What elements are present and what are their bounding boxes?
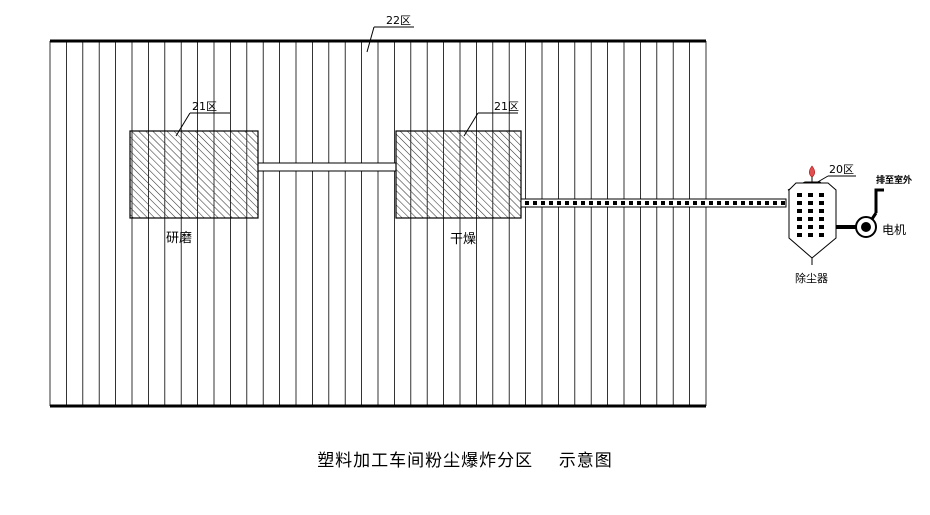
zone-21-dry-label: 21区 — [494, 100, 519, 113]
duct-segment — [565, 201, 569, 205]
filter-cell — [797, 193, 802, 197]
duct-segment — [733, 201, 737, 205]
exhaust-label: 排至室外 — [876, 174, 912, 186]
duct-segment — [621, 201, 625, 205]
filter-cell — [808, 209, 813, 213]
diagram-caption: 塑料加工车间粉尘爆炸分区 示意图 — [0, 446, 930, 471]
duct-segment — [549, 201, 553, 205]
duct-segment — [749, 201, 753, 205]
filter-cell — [797, 225, 802, 229]
zone-22-label: 22区 — [386, 14, 411, 27]
drying-unit: 21区 干燥 — [395, 100, 522, 247]
duct-segment — [701, 201, 705, 205]
vent-flame-icon — [809, 165, 815, 178]
duct-segment — [541, 201, 545, 205]
duct-segment — [781, 201, 785, 205]
drying-label: 干燥 — [450, 232, 476, 247]
duct-segment — [741, 201, 745, 205]
connecting-duct — [257, 162, 397, 172]
filter-cell — [819, 233, 824, 237]
duct-segment — [677, 201, 681, 205]
duct-segment — [653, 201, 657, 205]
filter-cell — [808, 217, 813, 221]
caption-suffix: 示意图 — [558, 451, 613, 471]
grinding-label: 研磨 — [166, 231, 192, 246]
duct-segment — [773, 201, 777, 205]
duct-segment — [605, 201, 609, 205]
caption-title: 塑料加工车间粉尘爆炸分区 — [317, 451, 534, 471]
duct-segment — [533, 201, 537, 205]
duct-segment — [597, 201, 601, 205]
duct-segment — [757, 201, 761, 205]
filter-cell — [808, 193, 813, 197]
fan-motor: 排至室外 电机 — [836, 174, 912, 238]
filter-cell — [808, 233, 813, 237]
duct-segment — [685, 201, 689, 205]
filter-cell — [797, 209, 802, 213]
duct-segment — [645, 201, 649, 205]
zone-20-label: 20区 — [829, 163, 854, 176]
filter-cell — [819, 209, 824, 213]
duct-segment — [693, 201, 697, 205]
zone-22-callout: 22区 — [366, 14, 414, 53]
filter-cell — [808, 225, 813, 229]
filter-cell — [797, 217, 802, 221]
zone-21-grind-label: 21区 — [192, 100, 217, 113]
filter-cell — [808, 201, 813, 205]
floor-strips — [49, 41, 707, 406]
duct-segment — [637, 201, 641, 205]
motor-label: 电机 — [882, 223, 906, 237]
duct-segment — [557, 201, 561, 205]
filter-cell — [797, 233, 802, 237]
duct-segment — [589, 201, 593, 205]
duct-segment — [661, 201, 665, 205]
workshop-floor — [49, 39, 707, 408]
duct-segment — [573, 201, 577, 205]
grinding-unit: 21区 研磨 — [129, 100, 259, 246]
duct-segment — [525, 201, 529, 205]
filter-cell — [819, 193, 824, 197]
duct-segment — [709, 201, 713, 205]
filter-cell — [819, 217, 824, 221]
duct-segment — [765, 201, 769, 205]
duct-segment — [717, 201, 721, 205]
filter-cell — [797, 201, 802, 205]
duct-segment — [669, 201, 673, 205]
duct-segment — [725, 201, 729, 205]
duct-segment — [629, 201, 633, 205]
filter-cell — [819, 201, 824, 205]
duct-segment — [581, 201, 585, 205]
filter-cell — [819, 225, 824, 229]
dust-collector-label: 除尘器 — [795, 271, 828, 285]
duct-segment — [613, 201, 617, 205]
dust-collector: 20区 除尘器 — [787, 163, 856, 285]
exhaust-duct — [520, 198, 787, 208]
